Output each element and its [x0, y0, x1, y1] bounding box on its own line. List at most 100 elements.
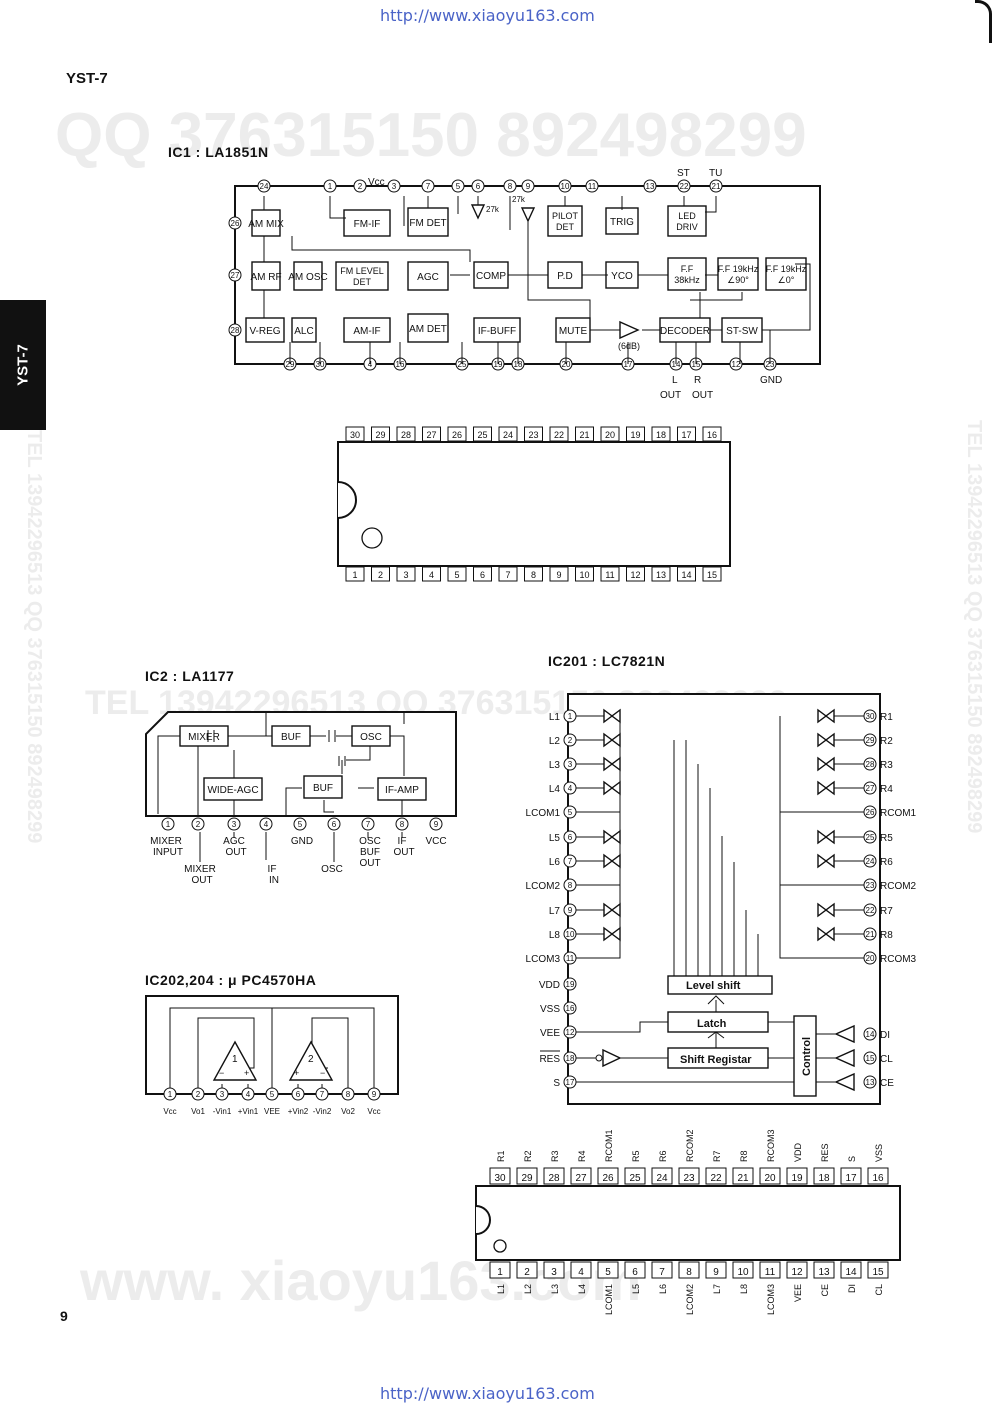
ic201-package-bottom-label-7: L6 — [658, 1284, 668, 1294]
ic201-left-pin-2-number: 2 — [568, 736, 573, 745]
ic1-bottom-pin-17-number: 17 — [624, 360, 633, 369]
ic1-package-top-pin-16 — [702, 426, 722, 442]
ic1-left-pin-27 — [228, 268, 242, 282]
ic201-left-pin-10-number: 10 — [566, 930, 575, 939]
ic1-left-pin-26 — [228, 216, 242, 230]
ic201-package-top-pin-29 — [516, 1167, 538, 1185]
ic201-level-shift-label: Level shift — [686, 980, 741, 992]
ic1-package-top-pin-24 — [498, 426, 518, 442]
ic1-package-top-pin-29-number: 29 — [375, 430, 385, 440]
ic201-package-bottom-pin-14 — [840, 1261, 862, 1279]
ic201-title: IC201 : LC7821N — [548, 653, 666, 669]
ic1-package-bottom-pin-3-number: 3 — [403, 570, 408, 580]
ic201-left-pin-12-number: 12 — [566, 1028, 575, 1037]
ic1-top-pin-10-number: 10 — [561, 182, 570, 191]
ic1-block-22 — [555, 317, 591, 343]
ic1-bottom-pin-16-number: 16 — [396, 360, 405, 369]
ic201-left-pin-3-number: 3 — [568, 760, 573, 769]
ic1-block-5 — [605, 207, 639, 235]
ic2-pin-3-number: 3 — [232, 820, 237, 829]
ic201-package-top-pin-20 — [759, 1167, 781, 1185]
ic202-pin-4 — [241, 1087, 255, 1101]
ic2-block-2-label: BUF — [281, 732, 301, 743]
ic201-package-top-pin-16 — [867, 1167, 889, 1185]
ic1-package-top-pin-27 — [422, 426, 441, 442]
ic2-pin-5-number: 5 — [298, 820, 303, 829]
ic201-package-top-label-15: VSS — [874, 1144, 884, 1162]
ic1-r-label: R — [694, 375, 701, 386]
ic201-package-bottom-pin-5 — [597, 1261, 619, 1279]
ic201-right-pin-15-number: 15 — [866, 1054, 875, 1063]
ic1-top-pin-10 — [558, 179, 572, 193]
ic201-latch-label: Latch — [697, 1018, 727, 1030]
ic1-bottom-pin-20-number: 20 — [562, 360, 571, 369]
ic2-pin-label-6: OSC — [321, 864, 343, 875]
ic201-package-top-pin-22 — [705, 1167, 727, 1185]
ic201-right-pin-26-number: 26 — [866, 808, 875, 817]
ic201-left-pin-11-number: 11 — [566, 954, 575, 963]
ic1-block-16-label: F.F 19kHz — [766, 264, 807, 274]
ic201-package-bottom-pin-3-number: 3 — [551, 1267, 557, 1278]
model-header: YST-7 — [66, 70, 108, 87]
ic1-package-bottom-pin-12 — [626, 566, 645, 582]
ic2-block-5-label: BUF — [313, 783, 333, 794]
ic1-package-top-pin-20-number: 20 — [605, 430, 615, 440]
ic201-package-top-pin-29-number: 29 — [521, 1173, 533, 1184]
ic202-pin-6 — [291, 1087, 305, 1101]
ic202-pin-label-9: Vcc — [367, 1107, 380, 1116]
ic201-left-pin-18 — [563, 1051, 577, 1065]
ic1-top-pin-7 — [421, 179, 435, 193]
ic1-bottom-pin-18-number: 18 — [514, 360, 523, 369]
ic1-block-9-label: FM LEVEL — [340, 266, 384, 276]
ic201-package-top-label-8: RCOM2 — [685, 1129, 695, 1162]
ic201-package-top-pin-30 — [489, 1167, 511, 1185]
ic1-package-top-pin-30-number: 30 — [350, 430, 360, 440]
ic1-package-bottom-pin-5 — [447, 566, 467, 582]
ic201-package-top-label-10: R8 — [739, 1150, 749, 1162]
ic1-left-pin-28 — [228, 323, 242, 337]
ic201-package-top-pin-16-number: 16 — [872, 1173, 884, 1184]
ic1-package-top-pin-27-number: 27 — [426, 430, 436, 440]
ic201-left-pin-label-13: VSS — [540, 1004, 560, 1015]
ic201-package-bottom-pin-14-number: 14 — [845, 1267, 857, 1278]
ic1-top-pin-1-number: 1 — [328, 182, 333, 191]
ic2-pin-label-3: AGC — [223, 836, 245, 847]
ic201-right-pin-13 — [863, 1075, 877, 1089]
ic201-package-top-pin-27-number: 27 — [575, 1173, 587, 1184]
ic201-package-bottom-label-11: LCOM3 — [766, 1284, 776, 1315]
ic1-package-bottom-pin-1-number: 1 — [352, 570, 357, 580]
ic2-pin-2 — [191, 817, 205, 831]
ic201-package-bottom-pin-13 — [813, 1261, 835, 1279]
svg-text:−: − — [320, 1068, 325, 1078]
ic201-right-pin-29 — [863, 733, 877, 747]
ic201-right-pin-29-number: 29 — [866, 736, 875, 745]
source-url-bottom[interactable]: http://www.xiaoyu163.com — [380, 1384, 595, 1403]
ic201-right-pin-30 — [863, 709, 877, 723]
ic2-pin-label-4: IF — [268, 864, 277, 875]
ic2-pin-8 — [395, 817, 409, 831]
ic201-left-pin-label-15: RES — [539, 1054, 560, 1065]
ic2-block-4 — [203, 777, 263, 801]
source-url-top[interactable]: http://www.xiaoyu163.com — [380, 6, 595, 25]
ic2-pin-label-3-b: OUT — [225, 847, 246, 858]
ic1-package-bottom-pin-5-number: 5 — [454, 570, 459, 580]
ic2-pin-4 — [259, 817, 273, 831]
ic202-pin-label-7: -Vin2 — [313, 1107, 332, 1116]
page-number: 9 — [60, 1308, 68, 1324]
ic1-block-18-label: ALC — [294, 326, 313, 337]
ic201-switch-right-2-a — [817, 732, 828, 748]
ic202-amp2-label: 2 — [308, 1054, 314, 1065]
ic1-package-top-pin-26 — [447, 426, 467, 442]
ic201-package-bottom-pin-4 — [570, 1261, 592, 1279]
ic1-block-6-label-2: DRIV — [676, 222, 698, 232]
ic201-right-pin-22-number: 22 — [866, 906, 875, 915]
ic201-package-top-pin-17-number: 17 — [845, 1173, 857, 1184]
ic1-block-21 — [473, 317, 521, 343]
ic1-block-21-label: IF-BUFF — [478, 326, 516, 337]
ic1-block-24-label: ST-SW — [726, 326, 758, 337]
ic201-right-pin-20 — [863, 951, 877, 965]
ic201-right-pin-label-3: R3 — [880, 760, 893, 771]
ic1-package-bottom-pin-13 — [651, 566, 671, 582]
ic201-package-top-pin-26 — [597, 1167, 619, 1185]
